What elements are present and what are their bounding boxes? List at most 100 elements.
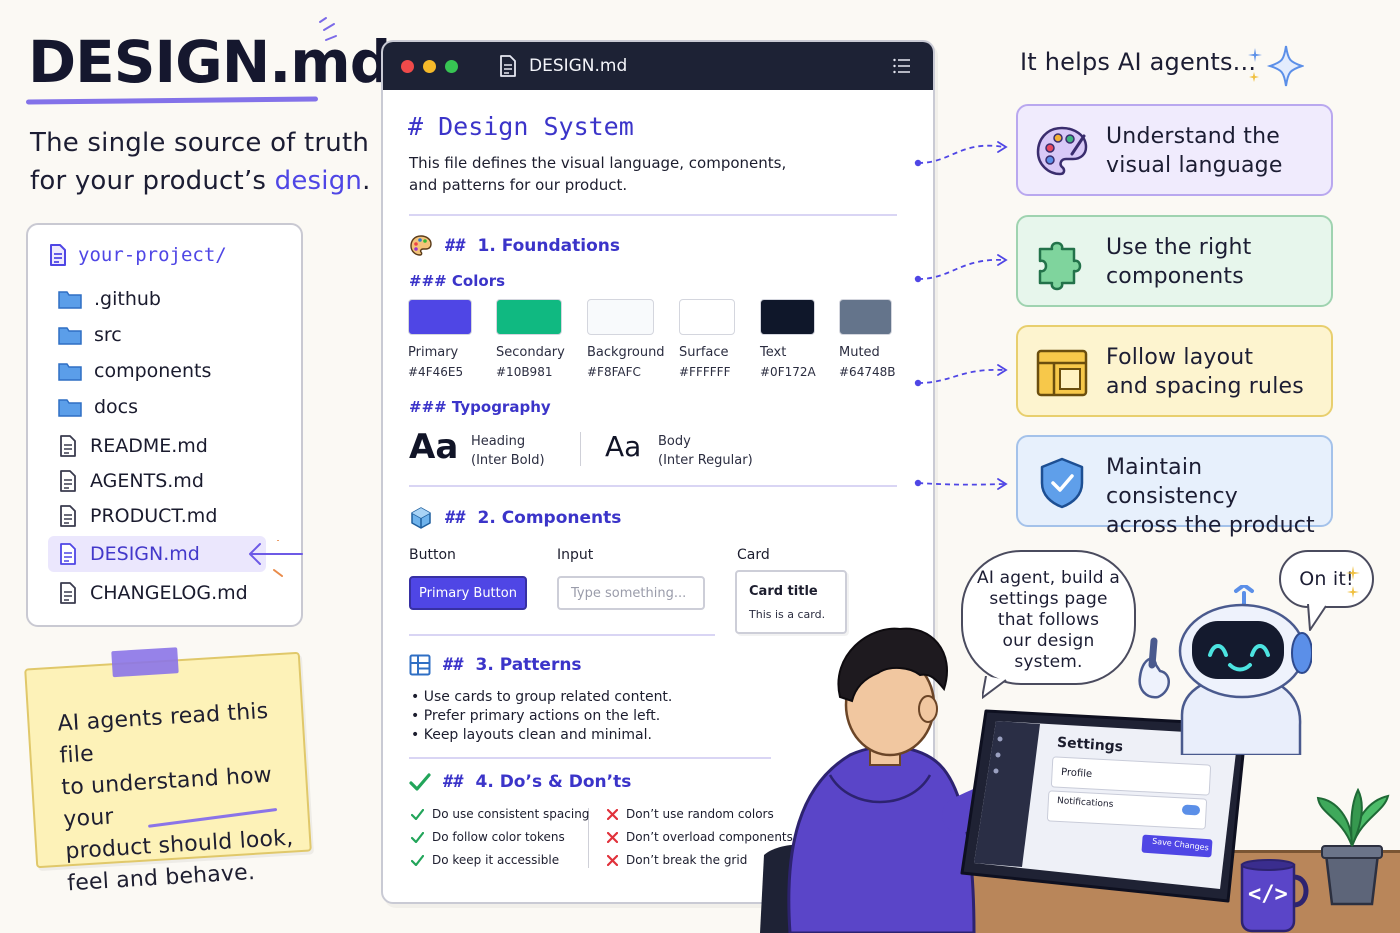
folder-icon bbox=[58, 399, 82, 417]
bullet-text: Keep layouts clean and minimal. bbox=[423, 727, 652, 743]
tree-item-label: DESIGN.md bbox=[90, 543, 200, 565]
file-icon bbox=[500, 55, 516, 77]
benefit-visual-language: Understand the visual language bbox=[1016, 104, 1333, 196]
laptop-illustration bbox=[960, 709, 1248, 903]
heading-sample: Aa bbox=[409, 427, 459, 467]
cross-icon bbox=[607, 854, 618, 866]
tree-root[interactable]: your-project/ bbox=[48, 243, 227, 267]
outline-menu-icon[interactable] bbox=[893, 58, 911, 74]
do-text: Do use consistent spacing bbox=[432, 807, 590, 821]
minimize-dot[interactable] bbox=[423, 60, 436, 73]
color-swatch bbox=[679, 299, 735, 335]
cross-icon bbox=[607, 808, 618, 820]
text-input[interactable]: Type something... bbox=[557, 576, 705, 610]
tree-item-label: docs bbox=[94, 396, 139, 418]
card-sample[interactable]: Card title This is a card. bbox=[735, 570, 847, 634]
primary-button[interactable]: Primary Button bbox=[409, 576, 527, 610]
tree-item-changelog[interactable]: CHANGELOG.md bbox=[48, 575, 266, 611]
section-patterns: ## 3. Patterns bbox=[409, 654, 582, 676]
benefit-line: components bbox=[1106, 264, 1244, 289]
color-swatch bbox=[839, 299, 892, 335]
doc-heading: # Design System bbox=[408, 112, 634, 141]
user-speech-bubble: AI agent, build a settings page that fol… bbox=[961, 550, 1136, 685]
dos-divider bbox=[588, 808, 589, 868]
typo-label: Heading bbox=[471, 434, 526, 449]
tree-item-docs[interactable]: docs bbox=[48, 389, 266, 425]
sticky-text: AI agents read this file to understand h… bbox=[57, 695, 298, 901]
do-text: Do follow color tokens bbox=[432, 830, 565, 844]
tree-item-label: CHANGELOG.md bbox=[90, 582, 248, 604]
dont-text: Don’t break the grid bbox=[626, 853, 748, 867]
bubble-line: AI agent, build a bbox=[977, 568, 1120, 588]
heading-hash: ## bbox=[443, 772, 464, 792]
file-icon bbox=[60, 582, 76, 604]
typo-font: (Inter Bold) bbox=[471, 453, 545, 468]
tree-item-design[interactable]: DESIGN.md bbox=[48, 536, 266, 572]
cross-icon bbox=[607, 831, 618, 843]
tape bbox=[111, 647, 179, 678]
tree-item-product[interactable]: PRODUCT.md bbox=[48, 498, 266, 534]
bubble-tail bbox=[982, 676, 1007, 699]
dont-text: Don’t overload components bbox=[626, 830, 793, 844]
typo-label: Body bbox=[658, 434, 691, 449]
heading-hash: ## bbox=[445, 236, 466, 256]
dont-text: Don’t use random colors bbox=[626, 807, 774, 821]
tree-item-readme[interactable]: README.md bbox=[48, 428, 266, 464]
benefit-layout: Follow layout and spacing rules bbox=[1016, 325, 1333, 417]
grid-icon bbox=[409, 654, 431, 676]
divider bbox=[409, 214, 897, 216]
dont-item: Don’t break the grid bbox=[607, 853, 747, 867]
swatch-hex: #0F172A bbox=[760, 365, 816, 379]
swatch-hex: #64748B bbox=[839, 365, 896, 379]
heading-text: 4. Do’s & Don’ts bbox=[475, 772, 632, 792]
heading-font-label: Heading (Inter Bold) bbox=[471, 432, 545, 470]
body-font-label: Body (Inter Regular) bbox=[658, 432, 753, 470]
tree-item-agents[interactable]: AGENTS.md bbox=[48, 463, 266, 499]
typography-heading: ### Typography bbox=[409, 398, 551, 416]
card-title: Card title bbox=[749, 584, 818, 599]
benefit-line: visual language bbox=[1106, 153, 1283, 178]
typo-font: (Inter Regular) bbox=[658, 453, 753, 468]
sparkle-icon bbox=[1346, 566, 1360, 598]
close-dot[interactable] bbox=[401, 60, 414, 73]
color-swatch bbox=[760, 299, 815, 335]
tree-item-label: README.md bbox=[90, 435, 208, 457]
tree-item-github[interactable]: .github bbox=[48, 281, 266, 317]
robot-speech-bubble: On it! bbox=[1279, 550, 1374, 608]
tree-item-components[interactable]: components bbox=[48, 353, 266, 389]
folder-icon bbox=[58, 291, 82, 309]
benefit-text: Maintain consistency across the product bbox=[1106, 453, 1331, 540]
swatch-name: Text bbox=[760, 345, 787, 360]
doc-intro: This file defines the visual language, c… bbox=[409, 152, 829, 196]
maximize-dot[interactable] bbox=[445, 60, 458, 73]
button-label: Button bbox=[409, 547, 456, 563]
intro-line: This file defines the visual language, c… bbox=[409, 154, 787, 172]
file-icon bbox=[60, 435, 76, 457]
benefit-components: Use the right components bbox=[1016, 215, 1333, 307]
swatch-name: Background bbox=[587, 345, 665, 360]
heading-text: 1. Foundations bbox=[477, 236, 620, 256]
bubble-line: system. bbox=[1014, 652, 1083, 672]
file-tree: your-project/ .github src components doc… bbox=[26, 223, 303, 627]
swatch-name: Primary bbox=[408, 345, 459, 360]
swatch-hex: #F8FAFC bbox=[587, 365, 641, 379]
heading-hash: ## bbox=[445, 508, 466, 528]
section-foundations: ## 1. Foundations bbox=[409, 234, 620, 258]
mug-code-icon: </> bbox=[1248, 882, 1288, 907]
colors-heading: ### Colors bbox=[409, 272, 506, 290]
tagline-line-1: The single source of truth bbox=[30, 128, 370, 158]
heading-text: 3. Patterns bbox=[475, 655, 582, 675]
check-icon bbox=[411, 854, 424, 866]
check-icon bbox=[411, 808, 424, 820]
bubble-line: settings page bbox=[989, 589, 1108, 609]
page-title: DESIGN.md bbox=[28, 28, 391, 96]
pattern-bullet: • Use cards to group related content. bbox=[411, 689, 673, 705]
benefit-text: Understand the visual language bbox=[1106, 122, 1283, 180]
heading-text: 2. Components bbox=[477, 508, 622, 528]
tree-item-src[interactable]: src bbox=[48, 317, 266, 353]
do-item: Do use consistent spacing bbox=[411, 807, 589, 821]
puzzle-icon bbox=[1038, 241, 1082, 291]
benefit-line: Use the right bbox=[1106, 235, 1252, 260]
divider bbox=[409, 634, 715, 636]
section-components: ## 2. Components bbox=[409, 506, 621, 530]
